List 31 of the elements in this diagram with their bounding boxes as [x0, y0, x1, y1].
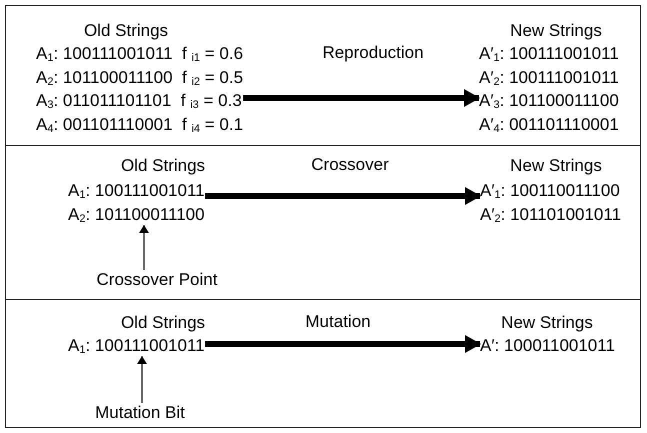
string-line: A′$_{1}$: 100110011100 — [480, 181, 620, 201]
string-line: A′$_{1}$: 100111001011 — [479, 44, 619, 64]
string-line: A$_{3}$: 011011101101 f $_{i3}$ = 0.3 — [36, 91, 242, 111]
string-line: A′$_{2}$: 100111001011 — [479, 68, 619, 88]
annotation-text: Mutation Bit — [95, 403, 185, 423]
string-line: A′$_{4}$: 001101110001 — [479, 115, 619, 135]
string-line: A$_{1}$: 100111001011 — [68, 181, 205, 201]
panel — [5, 299, 641, 428]
string-line: A$_{1}$: 100111001011 f $_{i1}$ = 0.6 — [36, 44, 244, 64]
heading: Old Strings — [120, 156, 206, 176]
panel — [5, 145, 641, 300]
leader-line — [139, 225, 149, 270]
string-line: A$_{4}$: 001101110001 f $_{i4}$ = 0.1 — [36, 115, 244, 135]
string-line: A′$_{3}$: 101100011100 — [479, 91, 619, 111]
string-line: A$_{1}$: 100111001011 — [68, 336, 205, 356]
leader-line — [137, 356, 147, 403]
heading: Old Strings — [120, 313, 206, 333]
heading: New Strings — [501, 313, 593, 333]
heading: New Strings — [510, 156, 602, 176]
string-line: A$_{2}$: 101100011100 — [68, 205, 205, 225]
annotation-text: Crossover Point — [96, 270, 218, 290]
panel — [5, 5, 641, 146]
edge-label: Reproduction — [322, 43, 424, 63]
heading: New Strings — [510, 21, 602, 41]
heading: Old Strings — [84, 21, 168, 41]
arrow — [205, 335, 481, 353]
arrow — [243, 89, 480, 107]
arrow — [205, 187, 481, 205]
string-line: A′: 100011001011 — [480, 336, 615, 356]
string-line: A$_{2}$: 101100011100 f $_{i2}$ = 0.5 — [36, 68, 244, 88]
string-line: A′$_{2}$: 101101001011 — [480, 205, 622, 225]
